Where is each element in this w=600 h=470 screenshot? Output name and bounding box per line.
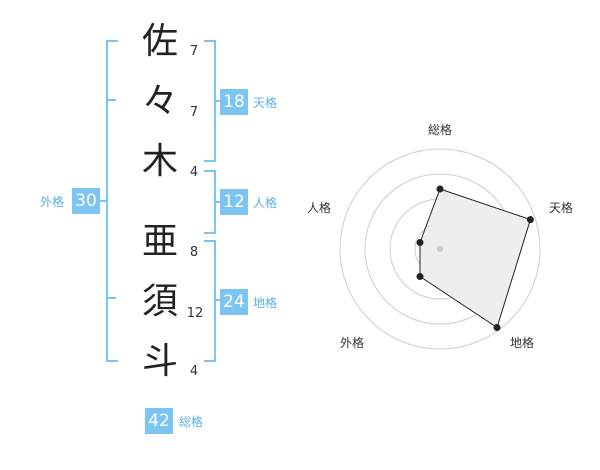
tenkaku-label: 天格 <box>253 96 278 110</box>
gaikaku-bracket <box>106 40 118 362</box>
gaikaku-value: 30 <box>72 188 100 214</box>
jinkaku-value: 12 <box>220 189 248 215</box>
soukaku-value: 42 <box>145 408 173 434</box>
stroke-count-1: 7 <box>189 44 199 59</box>
radar-ring <box>339 148 541 350</box>
radar-axis-label-chikaku: 地格 <box>510 335 534 350</box>
name-char-3: 木 <box>141 141 178 182</box>
gaikaku-bracket-tick <box>107 99 116 101</box>
chikaku-label: 地格 <box>253 296 278 310</box>
radar-axis-label-tenkaku: 天格 <box>549 200 573 215</box>
stroke-count-3: 4 <box>189 165 199 180</box>
radar-point-4 <box>416 273 424 280</box>
name-char-1: 佐 <box>141 21 178 62</box>
stroke-count-6: 4 <box>189 364 199 379</box>
stroke-count-4: 8 <box>189 245 199 260</box>
radar-points <box>416 185 534 331</box>
radar-axis-label-soukaku: 総格 <box>428 122 452 137</box>
chikaku-bracket <box>204 240 216 362</box>
chikaku-value: 24 <box>220 289 248 315</box>
gaikaku-bracket-tick <box>107 297 116 299</box>
radar-point-1 <box>436 185 444 193</box>
gaikaku-label: 外格 <box>40 195 65 209</box>
radar-center-dot <box>437 246 443 252</box>
name-char-6: 斗 <box>141 341 178 382</box>
gaikaku-bracket-connector <box>97 200 106 202</box>
jinkaku-label: 人格 <box>253 196 278 210</box>
stroke-count-2: 7 <box>189 105 199 120</box>
chikaku-bracket-connector <box>214 299 223 301</box>
soukaku-label: 総格 <box>179 415 204 429</box>
tenkaku-bracket-connector <box>214 100 223 102</box>
stroke-count-5: 12 <box>186 306 204 321</box>
name-char-4: 亜 <box>141 221 178 262</box>
radar-point-2 <box>526 216 534 224</box>
radar-point-3 <box>493 324 501 331</box>
radar-axis-label-gaikaku: 外格 <box>340 335 364 350</box>
radar-point-5 <box>416 239 424 246</box>
name-char-2: 々 <box>141 81 178 122</box>
radar-polygon <box>419 188 532 329</box>
radar-axis-label-jinkaku: 人格 <box>307 200 331 215</box>
tenkaku-value: 18 <box>220 89 248 115</box>
name-char-5: 須 <box>141 281 178 322</box>
jinkaku-bracket-connector <box>214 201 223 203</box>
